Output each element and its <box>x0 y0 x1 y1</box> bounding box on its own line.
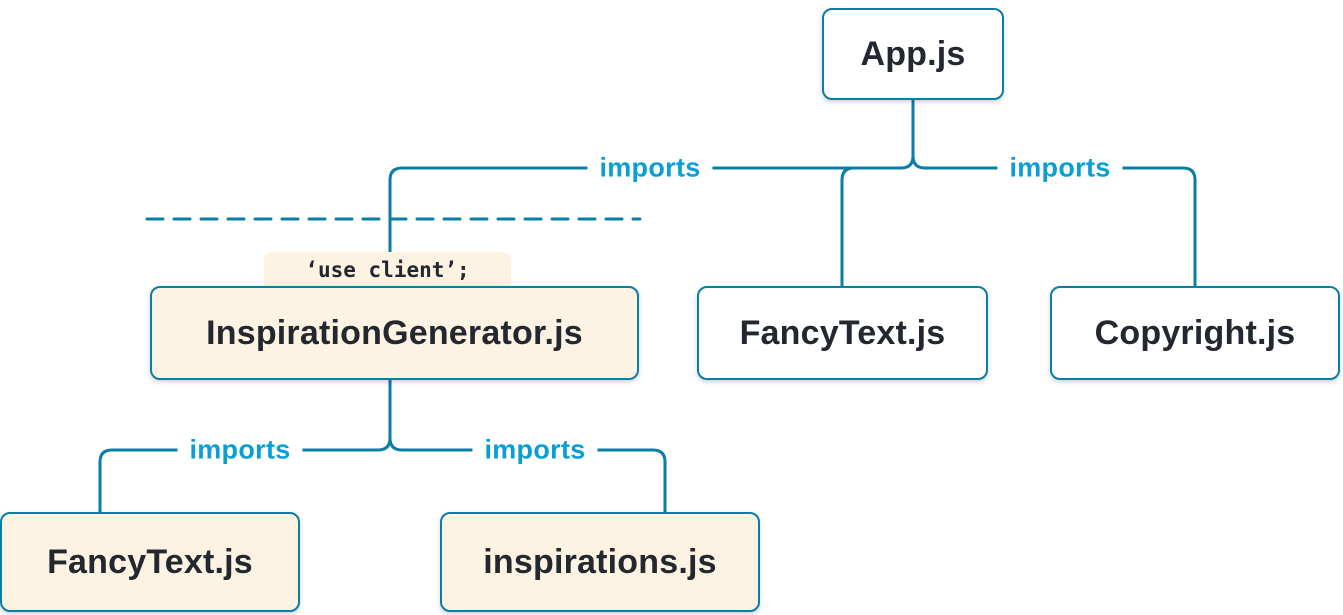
node-inspirations-js: inspirations.js <box>440 512 760 612</box>
node-inspiration-generator-js: InspirationGenerator.js <box>150 286 639 380</box>
use-client-directive-text: ‘use client’; <box>305 258 470 282</box>
edge-app-to-copyright <box>911 98 1197 288</box>
node-fancy-text-js-top-label: FancyText.js <box>739 313 946 352</box>
node-inspiration-generator-js-label: InspirationGenerator.js <box>206 313 583 352</box>
edge-label-imports-generator-left: imports <box>177 432 303 468</box>
node-app-js-label: App.js <box>860 34 966 73</box>
edge-label-imports-generator-right: imports <box>472 432 598 468</box>
node-inspirations-js-label: inspirations.js <box>483 542 717 581</box>
use-client-directive-tag: ‘use client’; <box>264 252 511 288</box>
node-fancy-text-js-bottom: FancyText.js <box>0 512 300 612</box>
node-copyright-js: Copyright.js <box>1050 286 1340 380</box>
node-fancy-text-js-top: FancyText.js <box>697 286 988 380</box>
node-fancy-text-js-bottom-label: FancyText.js <box>47 542 253 581</box>
node-copyright-js-label: Copyright.js <box>1094 313 1296 352</box>
edge-label-imports-app-right: imports <box>997 150 1123 186</box>
edge-app-to-fancy-text <box>840 166 856 288</box>
node-app-js: App.js <box>822 8 1004 100</box>
edge-label-imports-app-left: imports <box>587 150 713 186</box>
